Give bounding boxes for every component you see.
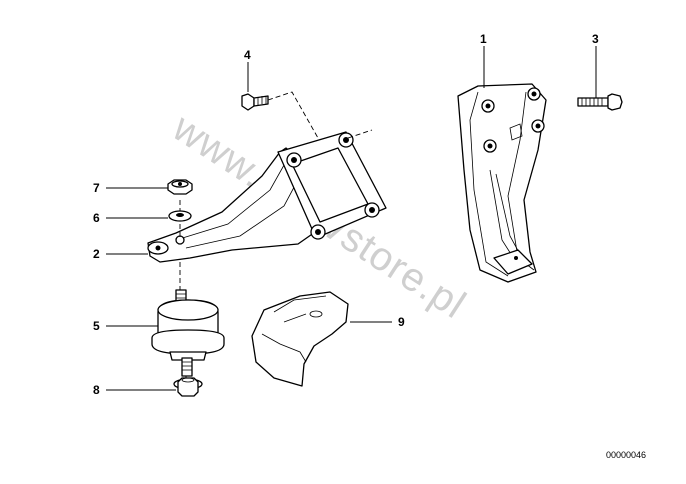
engine-support-arm <box>147 131 387 263</box>
bolt-short <box>241 93 269 111</box>
callout-8: 8 <box>93 383 100 397</box>
bolt-long <box>577 93 623 111</box>
callout-9: 9 <box>398 315 405 329</box>
bracket <box>457 83 547 283</box>
document-number: 00000046 <box>606 450 646 460</box>
assembly-line-bolt <box>267 91 319 139</box>
flange-nut <box>173 377 203 397</box>
washer <box>168 210 192 222</box>
callout-6: 6 <box>93 211 100 225</box>
callout-1: 1 <box>480 32 487 46</box>
callout-2: 2 <box>93 247 100 261</box>
callout-3: 3 <box>592 32 599 46</box>
callout-4: 4 <box>244 48 251 62</box>
callout-5: 5 <box>93 319 100 333</box>
heat-shield <box>251 291 349 387</box>
nut <box>167 179 193 195</box>
rubber-mount <box>151 289 225 377</box>
assembly-line-bracket <box>347 129 373 139</box>
callout-7: 7 <box>93 181 100 195</box>
